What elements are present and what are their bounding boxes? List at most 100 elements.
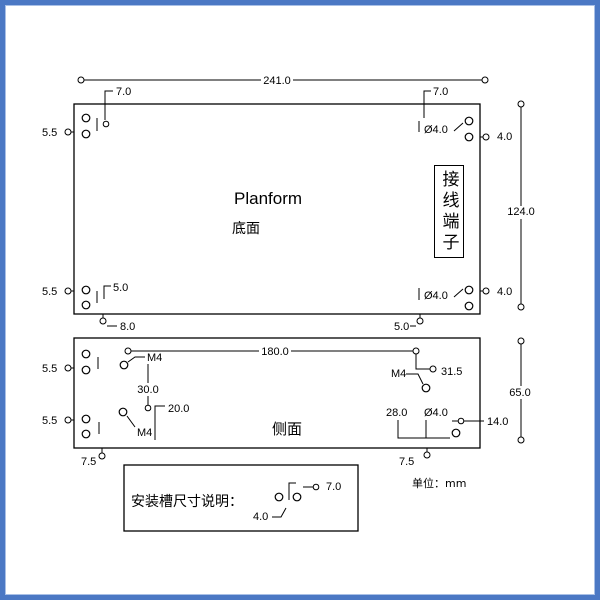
slot-dimension-note: 安装槽尺寸说明： 7.0 4.0	[123, 464, 359, 532]
mounting-hole	[451, 428, 461, 438]
leader-line	[415, 354, 430, 370]
mounting-hole	[81, 429, 91, 439]
offset-label: 8.0	[120, 321, 135, 333]
side-left-lower-mount: 5.5 M4 20.0	[42, 403, 189, 440]
reference-point	[99, 317, 107, 325]
leader-line	[126, 415, 136, 428]
slot-hole	[292, 492, 302, 502]
mounting-hole	[81, 285, 91, 295]
offset-label: 7.0	[116, 86, 131, 98]
m4-hole	[119, 360, 129, 370]
side-left-upper-mount: 5.5 M4 30.0	[42, 349, 162, 412]
hole-spacing-label: 180.0	[261, 346, 289, 358]
dimension-endpoint	[124, 347, 132, 355]
note-box-outline	[123, 464, 359, 532]
offset-label: 5.5	[42, 415, 57, 427]
top-view-title: Planform	[234, 189, 302, 208]
reference-point	[64, 416, 72, 424]
dimension-endpoint	[517, 303, 525, 311]
bottom-right-mount: Ø4.0 4.0	[418, 285, 512, 311]
vertical-offset-label: 31.5	[441, 366, 462, 378]
leader-line	[127, 356, 145, 363]
side-view-bottom-offsets: 7.5 7.5	[81, 448, 431, 468]
reference-point	[64, 128, 72, 136]
mounting-hole	[464, 301, 474, 311]
side-view-title: 侧面	[272, 420, 302, 438]
top-width-label: 241.0	[263, 75, 291, 87]
leader-line	[103, 285, 111, 299]
terminal-block-label: 接线端子	[434, 165, 464, 258]
mounting-hole	[81, 113, 91, 123]
top-height-label: 124.0	[507, 206, 535, 218]
dimension-endpoint	[77, 76, 85, 84]
side-right-mount: M4 31.5 28.0 Ø4.0 14.0	[386, 354, 508, 439]
offset-label: 4.0	[497, 286, 512, 298]
mounting-hole	[464, 116, 474, 126]
vertical-offset-label: 28.0	[386, 407, 407, 419]
dimension-endpoint	[412, 347, 420, 355]
top-right-mount: 7.0 Ø4.0 4.0	[418, 86, 512, 143]
label-background	[507, 386, 533, 399]
mounting-hole	[81, 414, 91, 424]
note-label: 安装槽尺寸说明：	[131, 494, 243, 510]
thread-label: M4	[147, 352, 162, 364]
slot-width-label: 4.0	[253, 511, 268, 523]
top-view-bottom-offsets: 8.0 5.0	[99, 314, 424, 333]
side-view: 180.0 65.0 5.5 M4 30.0	[42, 337, 533, 468]
hole-diameter-label: Ø4.0	[424, 290, 448, 302]
reference-point	[64, 287, 72, 295]
vertical-offset-label: 20.0	[168, 403, 189, 415]
side-hole-spacing-dimension: 180.0	[124, 345, 420, 358]
dimension-endpoint	[517, 436, 525, 444]
leader-line	[154, 405, 165, 440]
slot-length-label: 7.0	[326, 481, 341, 493]
leader-line	[288, 482, 296, 500]
top-left-mount: 7.0 5.5	[42, 86, 131, 139]
side-height-label: 65.0	[509, 387, 530, 399]
offset-label: 5.0	[394, 321, 409, 333]
offset-label: 5.5	[42, 363, 57, 375]
reference-point	[416, 317, 424, 325]
offset-label: 4.0	[497, 131, 512, 143]
offset-label: 5.5	[42, 127, 57, 139]
unit-note: 单位：mm	[412, 476, 466, 490]
horizontal-offset-label: 14.0	[487, 416, 508, 428]
top-width-dimension: 241.0	[77, 74, 489, 87]
dimension-endpoint	[517, 100, 525, 108]
mounting-hole	[464, 285, 474, 295]
m4-hole	[421, 383, 431, 393]
reference-point	[64, 364, 72, 372]
offset-label: 5.5	[42, 286, 57, 298]
reference-point	[482, 133, 490, 141]
leader-line	[104, 90, 113, 120]
dimension-endpoint	[517, 337, 525, 345]
vertical-offset-label: 30.0	[137, 384, 158, 396]
reference-point	[144, 404, 152, 412]
offset-label: 7.0	[433, 86, 448, 98]
mounting-hole	[81, 129, 91, 139]
leader-line	[453, 288, 464, 298]
side-height-dimension: 65.0	[507, 337, 533, 444]
m4-hole	[118, 407, 128, 417]
reference-point	[98, 452, 106, 460]
mounting-hole	[81, 300, 91, 310]
reference-point	[429, 365, 437, 373]
mounting-hole	[81, 365, 91, 375]
dimension-line	[397, 420, 450, 439]
top-view-subtitle: 底面	[232, 221, 260, 237]
thread-label: M4	[137, 427, 152, 439]
leader-line	[406, 373, 424, 385]
leader-line	[272, 507, 287, 518]
mounting-hole	[81, 349, 91, 359]
bottom-left-mount: 5.0 5.5	[42, 282, 128, 310]
thread-label: M4	[391, 368, 406, 380]
offset-label: 5.0	[113, 282, 128, 294]
hole-diameter-label: Ø4.0	[424, 124, 448, 136]
dimension-endpoint	[481, 76, 489, 84]
label-background	[505, 206, 537, 219]
label-background	[259, 345, 291, 358]
reference-point	[423, 451, 431, 459]
mounting-hole	[464, 132, 474, 142]
